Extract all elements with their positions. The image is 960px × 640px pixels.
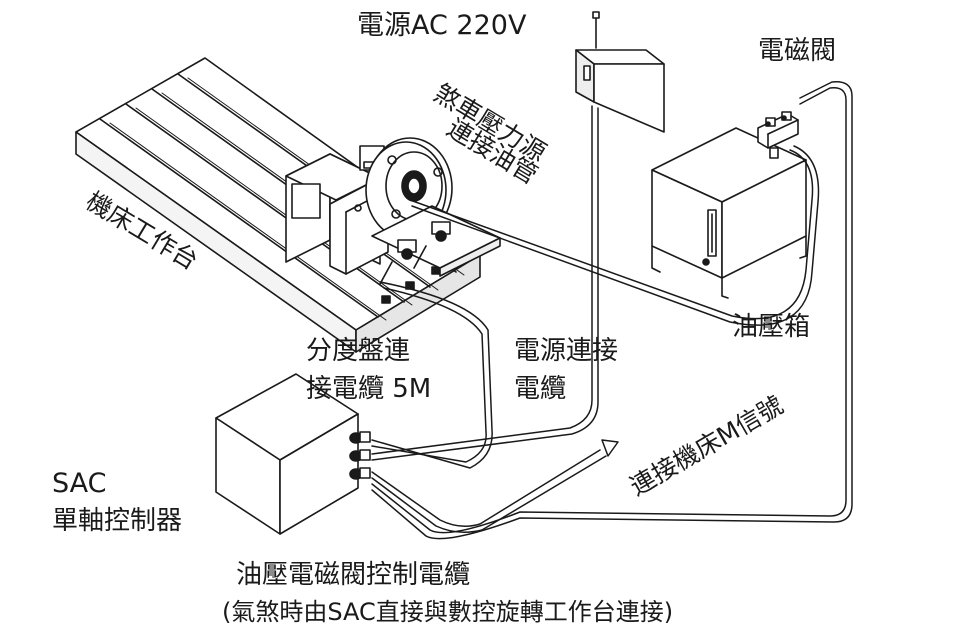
valve-cable-label: 油壓電磁閥控制電纜 [236,560,471,590]
solenoid-valve-label: 電磁閥 [758,36,837,66]
power-cable-label-1: 電源連接 [514,336,619,366]
air-brake-note: (氣煞時由SAC直接與數控旋轉工作台連接) [222,598,674,626]
oil-tank-label: 油壓箱 [732,312,811,342]
index-cable-label-2: 接電纜 5M [306,374,432,404]
oil-tank [651,127,807,299]
power-cable-label-2: 電纜 [514,374,567,404]
sac-controller [215,373,371,535]
power-source-label: 電源AC 220V [357,10,527,41]
power-box [575,11,665,133]
controller-label-2: 單軸控制器 [52,506,183,536]
cables [371,81,853,540]
controller-label-1: SAC [52,468,107,499]
solenoid-valve [757,111,799,159]
index-cable-label-1: 分度盤連 [306,336,411,366]
